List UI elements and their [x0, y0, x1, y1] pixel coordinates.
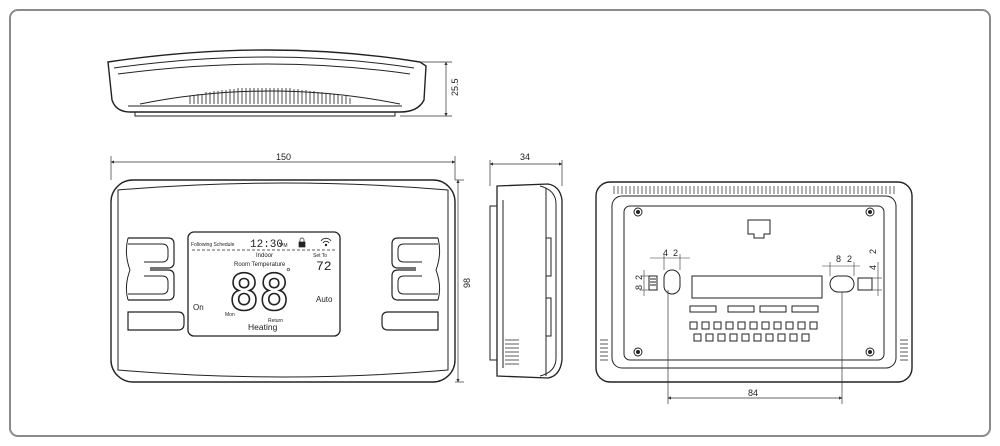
- dim-front-height: [455, 179, 464, 383]
- dim-side-height-label: 25.5: [450, 78, 460, 96]
- dim-slot-right-h: 8: [836, 254, 841, 264]
- lcd-heating: Heating: [248, 322, 278, 332]
- lcd-following-schedule: Following Schedule: [191, 242, 235, 248]
- lcd-room-temperature: Room Temperature: [234, 262, 286, 268]
- lock-icon: [298, 237, 306, 248]
- lcd-time: 12:30: [250, 239, 283, 251]
- dim-front-width: [110, 156, 456, 180]
- dim-back-spacing-label: 84: [748, 388, 758, 398]
- lcd-degree: °: [286, 265, 291, 279]
- back-screw-holes: [633, 207, 875, 357]
- dim-slot-left-v: 8: [634, 285, 644, 290]
- drawing-frame: [9, 9, 991, 437]
- lcd-time-suffix: PM: [280, 243, 288, 249]
- dim-front-width-label: 150: [276, 152, 291, 162]
- front-left-buttons: [125, 237, 185, 331]
- lcd-screen: [187, 231, 341, 337]
- lcd-on: On: [193, 303, 204, 312]
- dim-back-spacing: [667, 290, 843, 404]
- edge-vent-slots: [505, 339, 519, 365]
- lcd-set-to: Set To: [313, 253, 327, 259]
- dim-slot-left-v-b: 2: [634, 275, 644, 280]
- lcd-big-temp: 88: [229, 264, 289, 322]
- dim-side-height: [400, 61, 452, 117]
- dim-edge-depth-label: 34: [520, 152, 530, 162]
- back-view: [595, 181, 913, 383]
- edge-view: [489, 183, 563, 379]
- dim-slot-left-h-b: 2: [673, 248, 678, 258]
- lcd-indoor: Indoor: [256, 253, 273, 259]
- back-keyhole-left: [648, 269, 681, 295]
- front-view: [110, 179, 456, 383]
- lcd-auto: Auto: [316, 295, 333, 304]
- back-vent-sides: [600, 339, 908, 361]
- lcd-set-value: 72: [316, 259, 332, 274]
- back-bar-slots: [689, 305, 819, 313]
- front-right-buttons: [381, 237, 441, 331]
- back-terminals: [689, 321, 818, 342]
- dim-slot-left: [640, 254, 690, 296]
- dim-slot-right-v: 4: [868, 265, 878, 270]
- dim-slot-right-h-b: 2: [847, 254, 852, 264]
- lcd-return: Return: [268, 318, 283, 324]
- lcd-mon: Mon: [225, 312, 235, 318]
- dim-slot-right-v-b: 2: [868, 249, 878, 254]
- dim-front-height-label: 98: [462, 278, 472, 288]
- side-vent-slots: [189, 88, 351, 104]
- side-view: [107, 49, 427, 117]
- dim-edge-depth: [489, 160, 563, 186]
- back-vent-top: [613, 186, 895, 194]
- dim-slot-right: [822, 262, 882, 296]
- dim-slot-left-h: 4: [663, 248, 668, 258]
- wifi-icon: [320, 237, 332, 247]
